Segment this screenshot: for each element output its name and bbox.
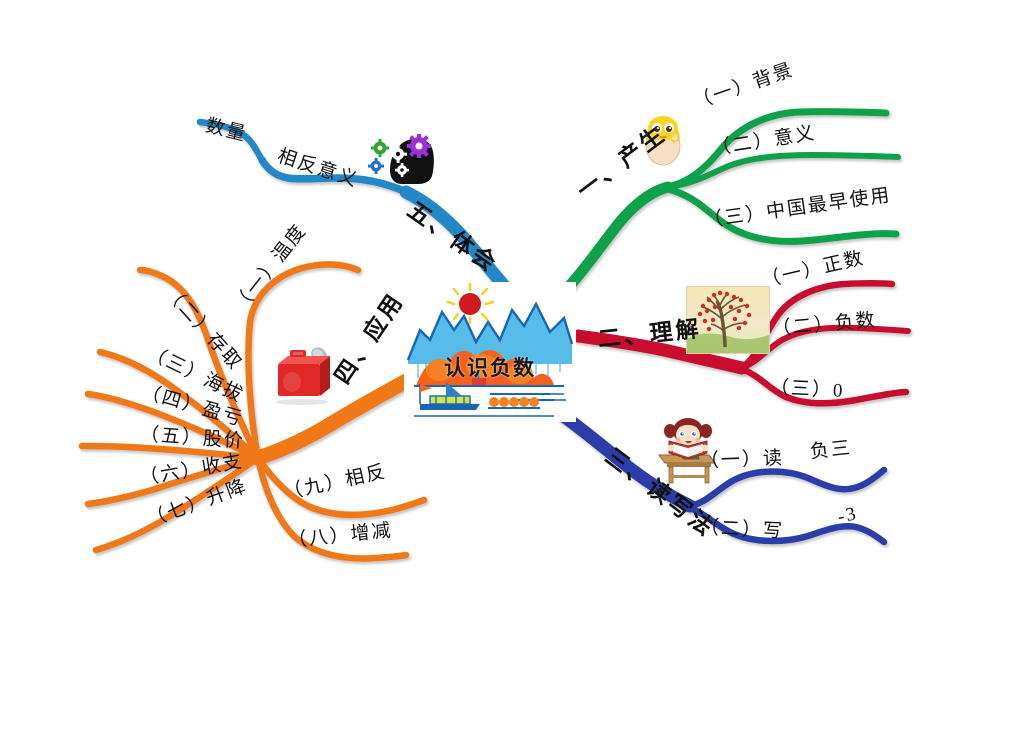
node-understand-negative[interactable]: （二）负数 bbox=[771, 309, 878, 340]
apple-tree-picture bbox=[686, 286, 770, 354]
node-app-increase-decrease[interactable]: （八）增减 bbox=[286, 520, 394, 552]
node-experience-opposite-meaning[interactable]: 相反意义 bbox=[274, 145, 362, 192]
branch-label-experience[interactable]: 五、体会 bbox=[402, 197, 503, 278]
node-experience-quantity[interactable]: 数量 bbox=[203, 115, 250, 146]
sun-icon bbox=[446, 282, 495, 325]
cargo-dots bbox=[488, 397, 540, 409]
node-readwrite-write[interactable]: （二）写 bbox=[699, 517, 785, 543]
mountain-range bbox=[408, 304, 572, 364]
node-produce-background[interactable]: （一）背景 bbox=[690, 59, 797, 114]
node-readwrite-read[interactable]: （一）读 bbox=[699, 448, 785, 472]
node-understand-zero[interactable]: （三）0 bbox=[769, 377, 845, 402]
chick-hatching-icon bbox=[637, 104, 689, 166]
central-topic-image bbox=[404, 282, 576, 422]
node-app-stock-price[interactable]: （五）股价 bbox=[139, 424, 246, 453]
central-topic-title: 认识负数 bbox=[444, 356, 536, 380]
branch-label-application[interactable]: 四、应用 bbox=[329, 288, 409, 389]
head-with-gears-icon bbox=[364, 132, 436, 186]
node-produce-china-earliest[interactable]: （三）中国最早使用 bbox=[702, 184, 893, 232]
landscape-illustration bbox=[404, 282, 576, 422]
node-app-temperature[interactable]: （一）温度 bbox=[229, 220, 311, 316]
node-readwrite-read-value[interactable]: 负三 bbox=[808, 437, 853, 463]
branch-experience-lines bbox=[196, 118, 513, 295]
node-app-opposite[interactable]: （九）相反 bbox=[281, 461, 389, 504]
girl-reading-icon bbox=[655, 415, 721, 487]
node-produce-meaning[interactable]: （二）意义 bbox=[710, 122, 818, 160]
node-readwrite-write-value[interactable]: -3 bbox=[835, 503, 860, 528]
boat-icon bbox=[419, 382, 480, 410]
toolbox-wrench-icon bbox=[272, 342, 340, 406]
node-understand-positive[interactable]: （一）正数 bbox=[759, 247, 867, 292]
